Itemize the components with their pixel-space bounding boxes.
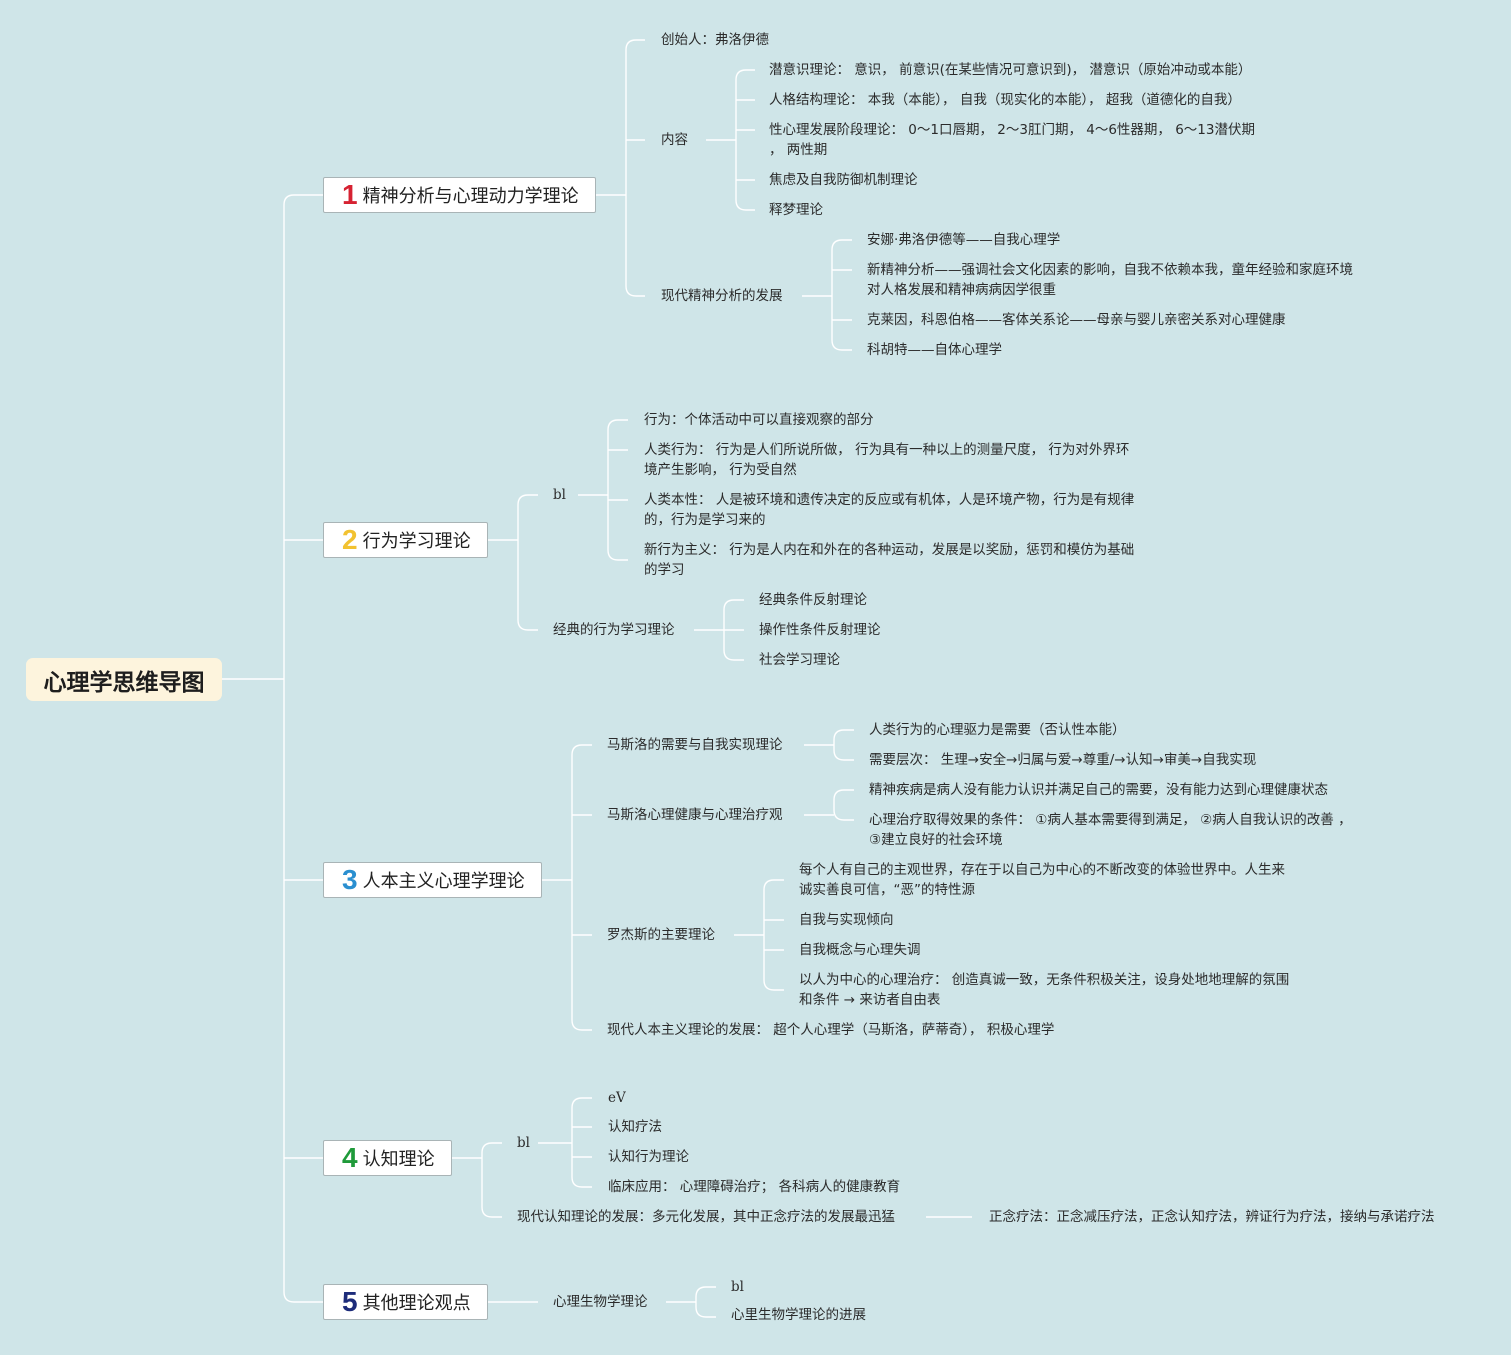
content-item[interactable]: 潜意识理论： 意识， 前意识(在某些情况可意识到)， 潜意识（原始冲动或本能）	[769, 62, 1252, 78]
modern-item[interactable]: 安娜·弗洛伊德等——自我心理学	[867, 232, 1061, 248]
modern-humanistic-node[interactable]: 现代人本主义理论的发展： 超个人心理学（马斯洛，萨蒂奇）， 积极心理学	[607, 1022, 1055, 1038]
rogers-node[interactable]: 罗杰斯的主要理论	[607, 927, 715, 943]
maslow-health-item[interactable]: 心理治疗取得效果的条件： ①病人基本需要得到满足， ②病人自我认识的改善 ， ③…	[869, 812, 1352, 848]
bl-node[interactable]: bl	[553, 487, 566, 503]
branch-label: 行为学习理论	[362, 531, 471, 552]
maslow-health-item[interactable]: 精神疾病是病人没有能力认识并满足自己的需要，没有能力达到心理健康状态	[869, 782, 1328, 798]
number-2-badge: 2	[342, 524, 358, 555]
rogers-item[interactable]: 每个人有自己的主观世界，存在于以自己为中心的不断改变的体验世界中。人生来诚实善良…	[799, 862, 1285, 898]
maslow-health-node[interactable]: 马斯洛心理健康与心理治疗观	[607, 807, 783, 823]
bl-node[interactable]: bl	[517, 1135, 530, 1151]
number-3-badge: 3	[342, 864, 358, 895]
modern-item[interactable]: 新精神分析——强调社会文化因素的影响，自我不依赖本我，童年经验和家庭环境对人格发…	[867, 262, 1353, 298]
branch-humanistic[interactable]: 3 人本主义心理学理论	[323, 862, 542, 898]
rogers-item[interactable]: 自我与实现倾向	[799, 912, 894, 928]
modern-psychoanalysis-node[interactable]: 现代精神分析的发展	[661, 288, 783, 304]
number-4-badge: 4	[342, 1142, 358, 1173]
bl-item[interactable]: 临床应用： 心理障碍治疗； 各科病人的健康教育	[608, 1179, 901, 1195]
bl-item[interactable]: 人类行为： 行为是人们所说所做， 行为具有一种以上的测量尺度， 行为对外界环境产…	[644, 442, 1130, 478]
content-node[interactable]: 内容	[661, 132, 688, 148]
branch-label: 认知理论	[362, 1149, 435, 1170]
modern-cognitive-node[interactable]: 现代认知理论的发展：多元化发展，其中正念疗法的发展最迅猛	[517, 1209, 895, 1225]
psychobiology-node[interactable]: 心理生物学理论	[553, 1294, 648, 1310]
psychobiology-item[interactable]: 心里生物学理论的进展	[731, 1307, 866, 1323]
classic-behavior-node[interactable]: 经典的行为学习理论	[553, 622, 675, 638]
bl-item[interactable]: eV	[608, 1090, 626, 1106]
classic-item[interactable]: 操作性条件反射理论	[759, 622, 881, 638]
rogers-item[interactable]: 以人为中心的心理治疗： 创造真诚一致，无条件积极关注，设身处地地理解的氛围和条件…	[799, 972, 1290, 1008]
bl-item[interactable]: 行为：个体活动中可以直接观察的部分	[644, 412, 874, 428]
maslow-needs-node[interactable]: 马斯洛的需要与自我实现理论	[607, 737, 783, 753]
number-5-badge: 5	[342, 1286, 358, 1317]
content-item[interactable]: 释梦理论	[769, 202, 823, 218]
bl-item[interactable]: 认知疗法	[608, 1119, 662, 1135]
modern-item[interactable]: 科胡特——自体心理学	[867, 342, 1002, 358]
branch-behavioral[interactable]: 2 行为学习理论	[323, 522, 488, 558]
bl-item[interactable]: 人类本性： 人是被环境和遗传决定的反应或有机体，人是环境产物，行为是有规律的，行…	[644, 492, 1135, 528]
number-1-badge: 1	[342, 179, 358, 210]
bl-item[interactable]: 认知行为理论	[608, 1149, 689, 1165]
classic-item[interactable]: 经典条件反射理论	[759, 592, 867, 608]
mindfulness-node[interactable]: 正念疗法：正念减压疗法，正念认知疗法，辨证行为疗法，接纳与承诺疗法	[989, 1209, 1435, 1225]
content-item[interactable]: 焦虑及自我防御机制理论	[769, 172, 918, 188]
branch-psychoanalysis[interactable]: 1 精神分析与心理动力学理论	[323, 177, 596, 213]
branch-label: 其他理论观点	[362, 1293, 471, 1314]
content-item[interactable]: 性心理发展阶段理论： 0～1口唇期， 2～3肛门期， 4～6性器期， 6～13潜…	[769, 122, 1255, 158]
bl-item[interactable]: 新行为主义： 行为是人内在和外在的各种运动，发展是以奖励，惩罚和模仿为基础的学习	[644, 542, 1135, 578]
branch-cognitive[interactable]: 4 认知理论	[323, 1140, 452, 1176]
content-item[interactable]: 人格结构理论： 本我（本能）， 自我（现实化的本能）， 超我（道德化的自我）	[769, 92, 1241, 108]
branch-other[interactable]: 5 其他理论观点	[323, 1284, 488, 1320]
rogers-item[interactable]: 自我概念与心理失调	[799, 942, 921, 958]
modern-item[interactable]: 克莱因，科恩伯格——客体关系论——母亲与婴儿亲密关系对心理健康	[867, 312, 1286, 328]
classic-item[interactable]: 社会学习理论	[759, 652, 840, 668]
root-topic[interactable]: 心理学思维导图	[26, 658, 222, 701]
psychobiology-item[interactable]: bl	[731, 1279, 744, 1295]
founder-node[interactable]: 创始人：弗洛伊德	[661, 32, 769, 48]
branch-label: 人本主义心理学理论	[362, 871, 525, 892]
maslow-needs-item[interactable]: 人类行为的心理驱力是需要（否认性本能）	[869, 722, 1126, 738]
maslow-needs-item[interactable]: 需要层次： 生理→安全→归属与爱→尊重/→认知→审美→自我实现	[869, 752, 1257, 768]
branch-label: 精神分析与心理动力学理论	[362, 186, 579, 207]
